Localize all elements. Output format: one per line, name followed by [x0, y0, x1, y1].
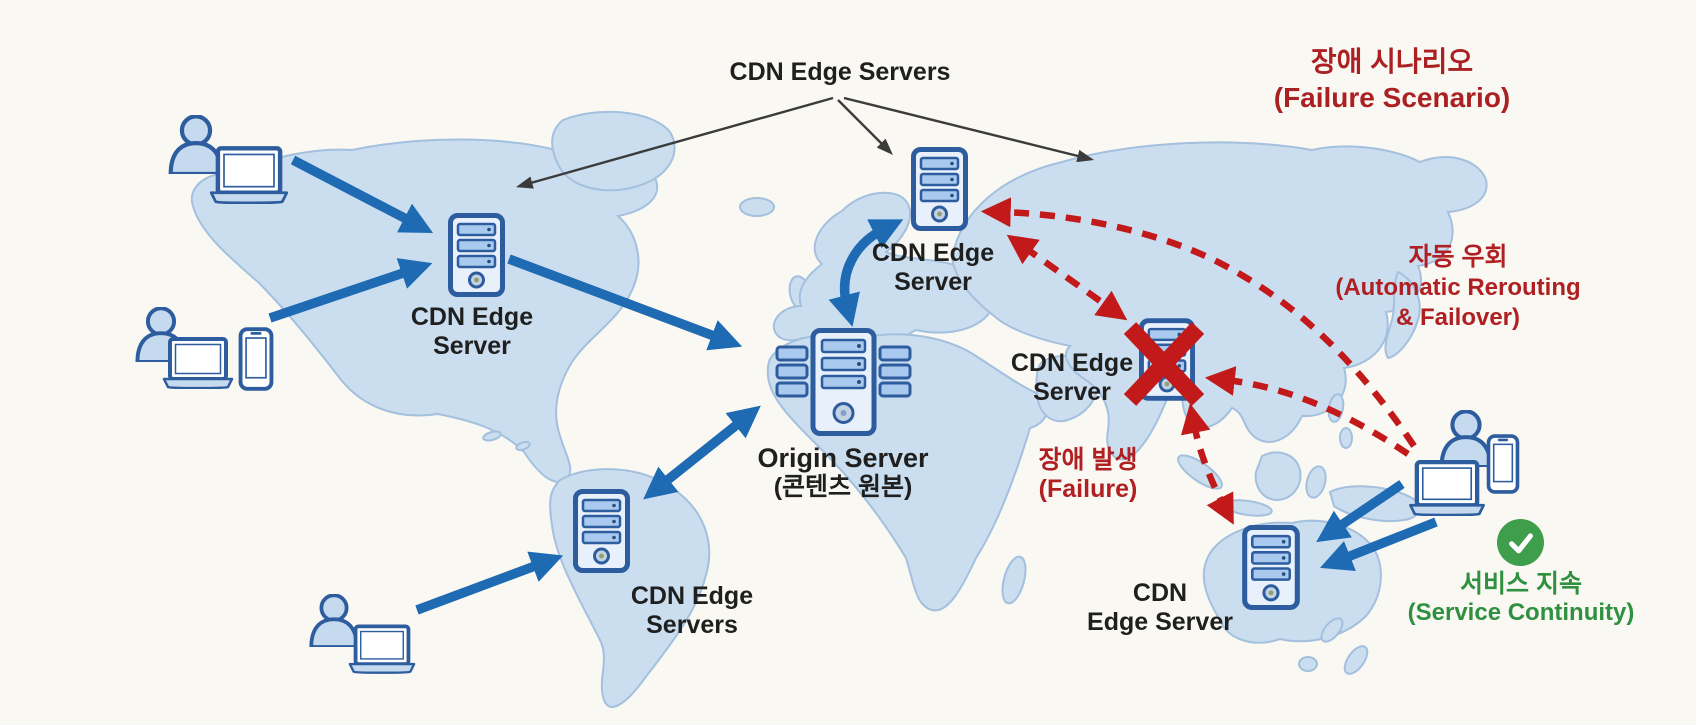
sa-server-label: CDN Edge Servers [631, 582, 753, 640]
arrow-user1-to-na-server [290, 155, 434, 233]
asia-server-label-line2: Server [1033, 378, 1111, 406]
na-server-label-line1: CDN Edge [410, 303, 534, 331]
reroute-failed-to-eu-server [1006, 234, 1128, 321]
reroute-failed-to-aus-server [1180, 403, 1234, 525]
continuity-ko: 서비스 지속 [1460, 570, 1582, 598]
na-server-label: CDN Edge Server [411, 303, 533, 361]
eu-server-label-line2: Server [894, 268, 972, 296]
caption-text: CDN Edge Servers [729, 58, 951, 86]
pointer-to-eu-server [837, 99, 893, 155]
island-caribbean [482, 430, 502, 442]
arrow-user2-to-na-server [268, 258, 433, 323]
island-greenland [551, 110, 676, 192]
user-right [1398, 404, 1526, 518]
island-caribbean-2 [515, 440, 531, 452]
island-iceland [739, 197, 775, 217]
island-philippines-south [1339, 427, 1353, 449]
arrow-user4-to-aus-server-2 [1319, 517, 1438, 572]
failure-label: 장애 발생 (Failure) [1039, 446, 1138, 504]
na-server-label-line2: Server [433, 332, 511, 360]
cdn-edge-servers-caption: CDN Edge Servers [730, 58, 951, 87]
check-icon [1508, 532, 1533, 553]
failure-en: (Failure) [1038, 475, 1138, 503]
rerouting-en-line1: (Automatic Rerouting [1335, 274, 1581, 302]
aus-server-label: CDN Edge Server [1087, 579, 1233, 637]
island-sulawesi [1305, 465, 1327, 499]
failure-ko: 장애 발생 [1038, 446, 1138, 474]
failed-request-user4-to-asia-server [1204, 366, 1410, 457]
rerouting-en-line2: & Failover) [1395, 304, 1521, 332]
continuity-en: (Service Continuity) [1407, 599, 1635, 626]
person-icon [1439, 410, 1493, 467]
service-continuity-label: 서비스 지속 (Service Continuity) [1408, 570, 1635, 627]
failure-scenario-ko: 장애 시나리오 [1310, 46, 1474, 77]
smartphone-icon [238, 327, 274, 391]
island-tasmania [1298, 656, 1318, 672]
laptop-icon [1409, 460, 1485, 516]
origin-server-label: Origin Server (콘텐츠 원본) [757, 443, 928, 501]
origin-server-label-line2: (콘텐츠 원본) [773, 473, 913, 502]
island-japan [1384, 270, 1421, 360]
asia-server-label-line1: CDN Edge [1010, 349, 1134, 377]
aus-edge-server-icon [1242, 525, 1300, 610]
island-madagascar [1001, 555, 1027, 605]
reroute-user4-to-eu-server [980, 197, 1417, 448]
person-icon [168, 115, 224, 174]
laptop-icon [209, 146, 289, 204]
eu-edge-server-icon [911, 147, 968, 231]
arrow-user4-to-aus-server-1 [1316, 480, 1405, 543]
sa-edge-server-icon [573, 489, 630, 573]
failure-scenario-title: 장애 시나리오 (Failure Scenario) [1274, 44, 1511, 117]
na-edge-server-icon [448, 213, 505, 297]
origin-server-label-line1: Origin Server [757, 443, 929, 473]
pointer-to-na-server [515, 96, 834, 189]
eu-server-label-line1: CDN Edge [871, 239, 995, 267]
aus-server-label-line1: CDN [1132, 579, 1188, 607]
arrow-eu-server-origin-sync [828, 219, 904, 327]
aus-server-label-line2: Edge Server [1087, 608, 1233, 636]
laptop-icon [348, 624, 416, 674]
island-new-zealand-south [1343, 645, 1369, 675]
arrow-origin-sa-server-sync [643, 405, 761, 500]
laptop-icon [162, 337, 234, 389]
arrow-user3-to-sa-server [415, 551, 564, 615]
continent-north-america [190, 138, 659, 483]
failure-x-icon [1123, 322, 1205, 406]
service-continuity-check-icon [1497, 519, 1544, 566]
user-mid-left [132, 303, 282, 393]
arrow-na-server-to-origin [507, 254, 743, 351]
island-new-zealand-north [1320, 617, 1344, 643]
pointer-to-asia-server [843, 96, 1095, 163]
sa-server-label-line1: CDN Edge [630, 582, 754, 610]
user-bottom-left [296, 588, 420, 678]
sa-server-label-line2: Servers [646, 611, 738, 639]
rerouting-label: 자동 우회 (Automatic Rerouting & Failover) [1335, 242, 1580, 333]
asia-failed-server-label: CDN Edge Server [1011, 349, 1133, 407]
user-top-left [165, 110, 293, 206]
eu-server-label: CDN Edge Server [872, 239, 994, 297]
rerouting-ko: 자동 우회 [1408, 243, 1508, 271]
island-borneo [1254, 451, 1302, 502]
origin-server-icon [775, 328, 912, 436]
smartphone-icon [1486, 434, 1520, 494]
failure-scenario-en: (Failure Scenario) [1273, 82, 1511, 114]
